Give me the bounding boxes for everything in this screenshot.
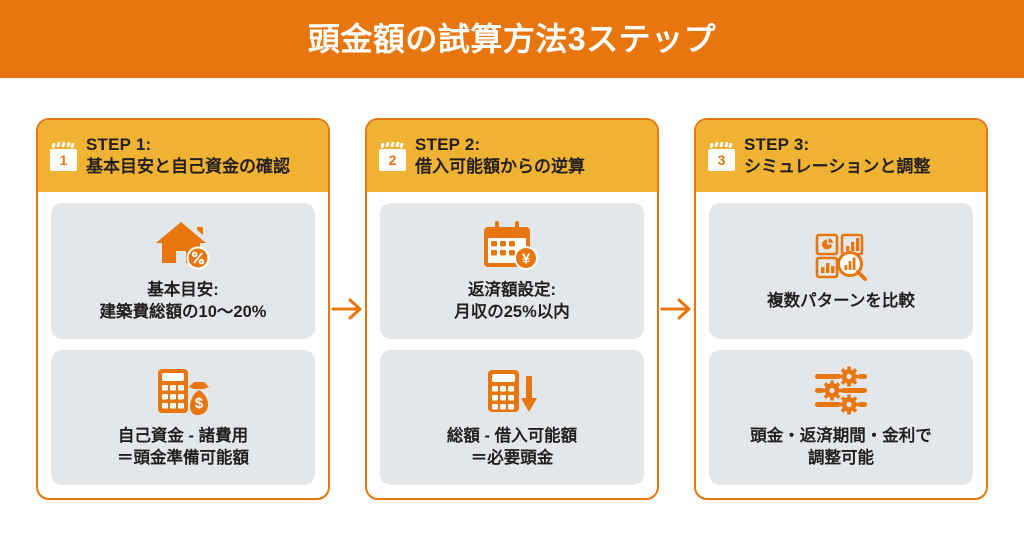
tile-2-1-line-2: 月収の25%以内 (454, 302, 570, 321)
calculator-arrow-down-icon (481, 362, 543, 420)
step-card-3: 3 STEP 3: シミュレーションと調整 (694, 118, 988, 500)
step-subtitle-1: 基本目安と自己資金の確認 (86, 156, 290, 176)
step-header-1: 1 STEP 1: 基本目安と自己資金の確認 (38, 120, 328, 192)
arrow-right-icon (660, 298, 690, 320)
tile-2-2-line-1: 総額 - 借入可能額 (446, 427, 578, 446)
tile-1-2: $ 自己資金 - 諸費用 ＝頭金準備可能額 (51, 349, 315, 485)
step-header-text-2: STEP 2: 借入可能額からの逆算 (415, 134, 585, 176)
tile-1-1-text: 基本目安: 建築費総額の10〜20% (100, 280, 267, 324)
step-badge-number: 1 (50, 149, 77, 171)
arrow-right-icon (331, 298, 361, 320)
tile-1-1-line-1: 基本目安: (147, 280, 219, 299)
step-body-2: ¥ 返済額設定: 月収の25%以内 (367, 192, 657, 498)
calendar-number-icon: 3 (708, 141, 735, 171)
badge-ticks-icon (381, 141, 404, 149)
tile-2-2-text: 総額 - 借入可能額 ＝必要頭金 (447, 426, 577, 470)
tile-2-1-text: 返済額設定: 月収の25%以内 (454, 280, 570, 324)
step-badge-number: 2 (379, 149, 406, 171)
tile-1-1-line-2: 建築費総額の10〜20% (99, 302, 267, 321)
tile-3-2-line-1: 頭金・返済期間・金利で (750, 427, 932, 446)
tile-1-2-line-1: 自己資金 - 諸費用 (117, 427, 249, 446)
page-title: 頭金額の試算方法3ステップ (307, 21, 717, 57)
step-body-3: 複数パターンを比較 (696, 192, 986, 498)
tile-3-2-text: 頭金・返済期間・金利で 調整可能 (750, 426, 932, 470)
sliders-gear-icon (810, 362, 872, 420)
step-body-1: 基本目安: 建築費総額の10〜20% (38, 192, 328, 498)
house-percent-icon (152, 216, 214, 274)
tile-3-2-line-2: 調整可能 (808, 449, 874, 468)
tile-2-2: 総額 - 借入可能額 ＝必要頭金 (380, 349, 644, 485)
tile-3-1-line-1: 複数パターンを比較 (767, 291, 915, 310)
chart-analysis-magnifier-icon (810, 227, 872, 285)
steps-row: 1 STEP 1: 基本目安と自己資金の確認 (0, 78, 1024, 541)
calculator-moneybag-icon: $ (152, 362, 214, 420)
step-card-2: 2 STEP 2: 借入可能額からの逆算 (365, 118, 659, 500)
tile-2-1: ¥ 返済額設定: 月収の25%以内 (380, 203, 644, 339)
step-label-3: STEP 3: (744, 134, 810, 154)
arrow-step1-to-step2 (330, 118, 365, 500)
tile-2-1-line-1: 返済額設定: (468, 280, 556, 299)
svg-text:¥: ¥ (522, 250, 531, 267)
calendar-yen-icon: ¥ (481, 216, 543, 274)
tile-1-2-text: 自己資金 - 諸費用 ＝頭金準備可能額 (117, 426, 249, 470)
tile-3-2: 頭金・返済期間・金利で 調整可能 (709, 349, 973, 485)
tile-1-2-line-2: ＝頭金準備可能額 (117, 449, 249, 468)
step-header-text-3: STEP 3: シミュレーションと調整 (744, 134, 931, 176)
step-badge-number: 3 (708, 149, 735, 171)
step-header-3: 3 STEP 3: シミュレーションと調整 (696, 120, 986, 192)
step-label-1: STEP 1: (86, 134, 152, 154)
tile-1-1: 基本目安: 建築費総額の10〜20% (51, 203, 315, 339)
badge-ticks-icon (52, 141, 75, 149)
badge-ticks-icon (710, 141, 733, 149)
svg-text:$: $ (195, 395, 204, 412)
step-header-2: 2 STEP 2: 借入可能額からの逆算 (367, 120, 657, 192)
step-card-1: 1 STEP 1: 基本目安と自己資金の確認 (36, 118, 330, 500)
header-banner: 頭金額の試算方法3ステップ (0, 0, 1024, 78)
step-subtitle-3: シミュレーションと調整 (744, 156, 931, 176)
tile-3-1-text: 複数パターンを比較 (767, 291, 915, 313)
step-subtitle-2: 借入可能額からの逆算 (415, 156, 585, 176)
calendar-number-icon: 1 (50, 141, 77, 171)
tile-2-2-line-2: ＝必要頭金 (470, 449, 554, 468)
tile-3-1: 複数パターンを比較 (709, 203, 973, 339)
step-header-text-1: STEP 1: 基本目安と自己資金の確認 (86, 134, 290, 176)
calendar-number-icon: 2 (379, 141, 406, 171)
arrow-step2-to-step3 (659, 118, 694, 500)
step-label-2: STEP 2: (415, 134, 481, 154)
